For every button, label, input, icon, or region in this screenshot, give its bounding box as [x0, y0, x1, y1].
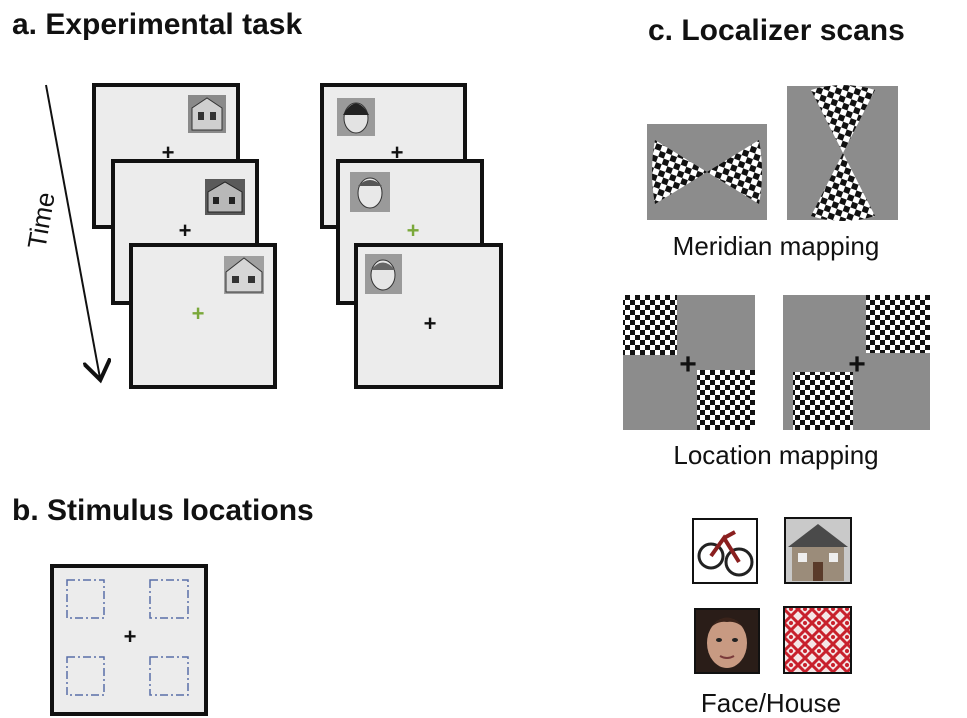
meridian-mapping-label: Meridian mapping — [673, 231, 880, 261]
meridian-vertical-stimulus — [787, 85, 898, 221]
panel-a-title: a. Experimental task — [12, 8, 302, 41]
stimulus-locations-screen: + — [50, 564, 208, 716]
location-lower-right — [149, 656, 189, 696]
house-image-1 — [188, 95, 226, 133]
fixation-cross: + — [162, 140, 175, 165]
panel-b-title: b. Stimulus locations — [12, 494, 314, 527]
location-upper-right — [149, 579, 189, 619]
face-house-label: Face/House — [701, 688, 841, 718]
time-label: Time — [21, 190, 60, 251]
object-image-bicycle — [692, 518, 758, 584]
fixation-cross: + — [679, 348, 697, 381]
face-trial-sequence: + + + — [320, 83, 503, 389]
face-image-2 — [350, 172, 390, 212]
location-mapping-label: Location mapping — [673, 440, 878, 470]
fixation-cross: + — [391, 140, 404, 165]
fixation-cross-target: + — [407, 218, 420, 243]
fixation-cross: + — [848, 348, 866, 381]
house-image — [784, 517, 852, 584]
location-mapping-stimulus-2: + — [783, 295, 930, 430]
face-image — [694, 608, 760, 674]
location-lower-left — [66, 656, 105, 696]
time-arrow — [45, 84, 100, 378]
fixation-cross: + — [179, 218, 192, 243]
house-image-2 — [205, 179, 245, 215]
fixation-cross: + — [424, 311, 437, 336]
panel-c-title: c. Localizer scans — [648, 14, 905, 47]
scrambled-image — [783, 606, 852, 674]
face-image-3 — [365, 254, 402, 294]
fixation-cross-target: + — [192, 301, 205, 326]
house-trial-sequence: + + + — [92, 83, 277, 389]
location-mapping-stimulus-1: + — [623, 295, 755, 430]
face-image-1 — [337, 98, 375, 136]
house-screen-3: + — [129, 243, 277, 389]
fixation-cross: + — [124, 624, 137, 649]
time-axis: Time — [21, 84, 100, 378]
house-image-3 — [224, 256, 264, 294]
meridian-horizontal-stimulus — [647, 124, 767, 220]
location-upper-left — [66, 579, 105, 619]
face-screen-3: + — [354, 243, 503, 389]
